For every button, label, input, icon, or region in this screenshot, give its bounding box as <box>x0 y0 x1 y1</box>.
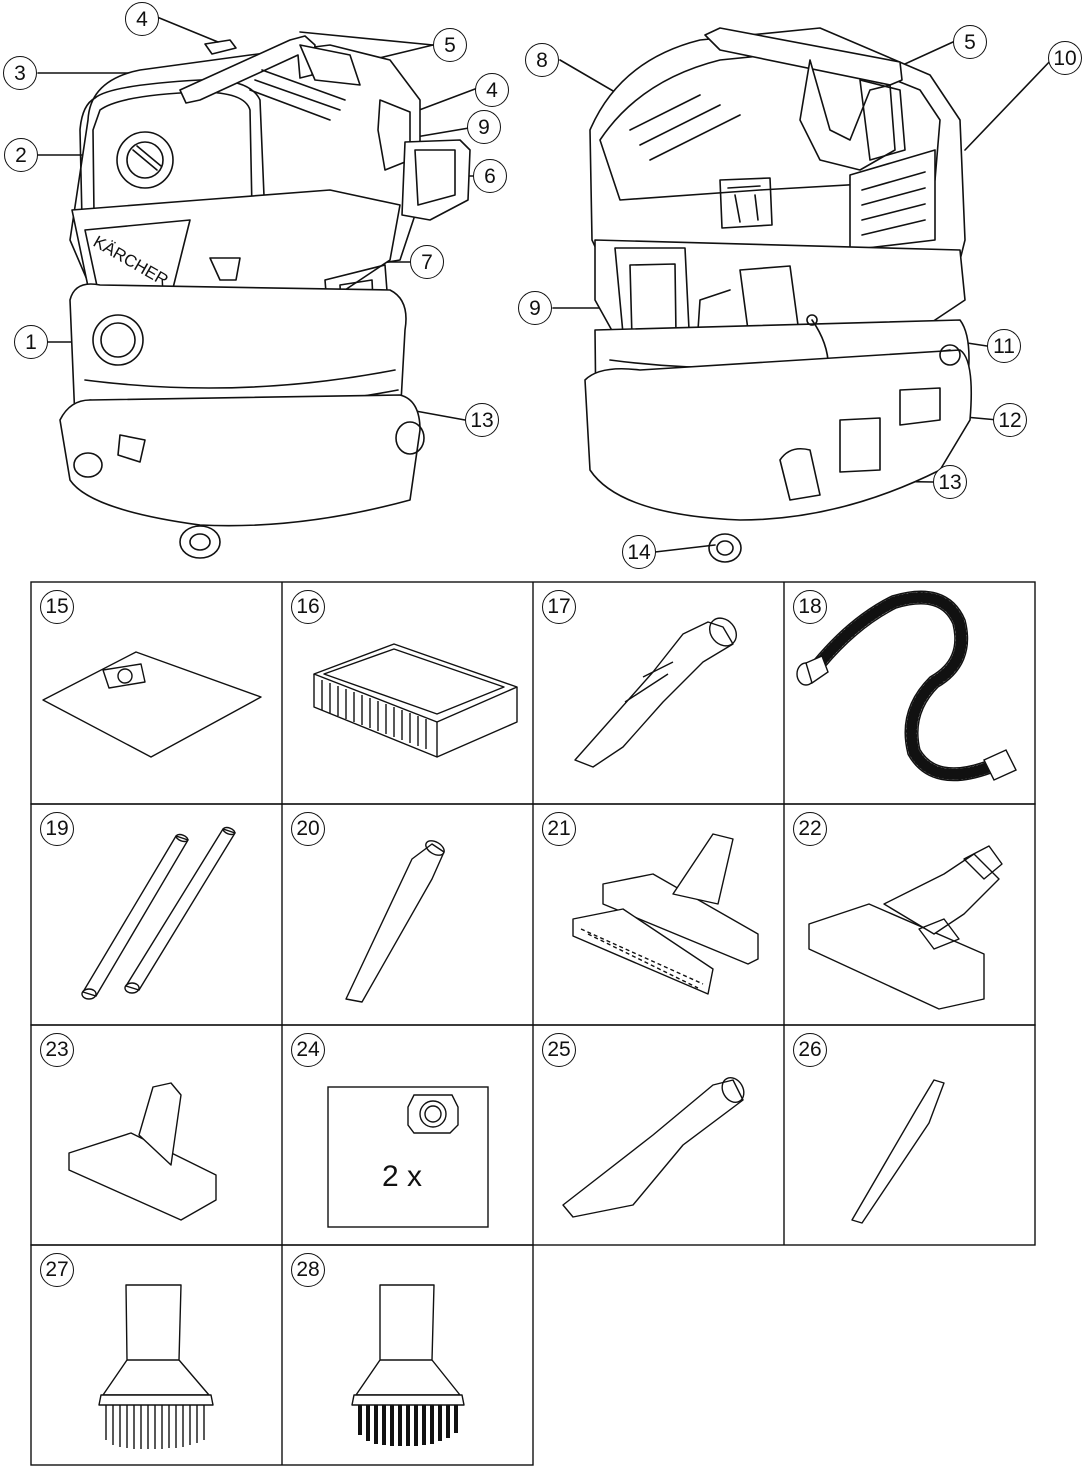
callout-5a: 5 <box>433 28 467 62</box>
accessory-24: 24 2 x <box>282 1025 533 1245</box>
accessory-number: 20 <box>291 812 325 846</box>
callout-4b: 4 <box>475 73 509 107</box>
narrow-crevice-nozzle-icon <box>851 1079 945 1224</box>
accessory-number: 15 <box>40 590 74 624</box>
callout-9a: 9 <box>467 110 501 144</box>
accessory-number: 17 <box>542 590 576 624</box>
accessory-number: 18 <box>793 590 827 624</box>
wide-nozzle-icon <box>562 1076 745 1218</box>
accessory-number: 24 <box>291 1033 325 1067</box>
accessory-20: 20 <box>282 804 533 1025</box>
accessory-number: 27 <box>40 1253 74 1287</box>
accessory-22: 22 <box>784 804 1035 1025</box>
accessory-number: 26 <box>793 1033 827 1067</box>
accessory-18: 18 <box>784 582 1035 804</box>
callout-5b: 5 <box>953 25 987 59</box>
quantity-label: 2 x <box>382 1160 423 1193</box>
callout-13a: 13 <box>465 403 499 437</box>
callout-12: 12 <box>993 403 1027 437</box>
accessory-number: 23 <box>40 1033 74 1067</box>
accessory-number: 28 <box>291 1253 325 1287</box>
flat-pleated-filter-icon <box>313 643 518 758</box>
callout-6: 6 <box>473 159 507 193</box>
callout-11: 11 <box>987 329 1021 363</box>
accessory-23: 23 <box>31 1025 282 1245</box>
callout-13b: 13 <box>933 465 967 499</box>
accessory-28: 28 <box>282 1245 533 1465</box>
callout-1: 1 <box>14 325 48 359</box>
callout-9b: 9 <box>518 291 552 325</box>
floor-nozzle-switchable-icon <box>572 833 759 995</box>
callout-8: 8 <box>525 43 559 77</box>
callout-2: 2 <box>4 138 38 172</box>
dust-bag-icon <box>42 651 262 758</box>
accessory-25: 25 <box>533 1025 784 1245</box>
accessory-26: 26 <box>784 1025 1035 1245</box>
suction-hose-icon <box>796 590 1017 782</box>
suction-handle-icon <box>574 617 738 768</box>
callout-4a: 4 <box>125 2 159 36</box>
accessory-17: 17 <box>533 582 784 804</box>
crevice-nozzle-icon <box>345 840 445 1003</box>
callout-3: 3 <box>3 56 37 90</box>
accessory-27: 27 <box>31 1245 282 1465</box>
accessory-number: 19 <box>40 812 74 846</box>
accessory-21: 21 <box>533 804 784 1025</box>
extension-tubes-icon <box>81 826 237 1000</box>
accessory-15: 15 <box>31 582 282 804</box>
soft-brush-icon <box>98 1284 214 1449</box>
accessory-19: 19 <box>31 804 282 1025</box>
accessory-number: 22 <box>793 812 827 846</box>
filter-bag-pair-icon <box>327 1086 489 1228</box>
accessory-16: 16 <box>282 582 533 804</box>
vacuum-front-view: KÄRCHER <box>37 16 1054 563</box>
accessory-number: 25 <box>542 1033 576 1067</box>
hard-brush-icon <box>351 1284 465 1446</box>
callout-10: 10 <box>1048 41 1082 75</box>
callout-14: 14 <box>622 535 656 569</box>
upholstery-nozzle-icon <box>68 1082 217 1221</box>
callout-7: 7 <box>410 245 444 279</box>
accessory-number: 21 <box>542 812 576 846</box>
accessory-number: 16 <box>291 590 325 624</box>
floor-nozzle-icon <box>808 845 1003 1010</box>
